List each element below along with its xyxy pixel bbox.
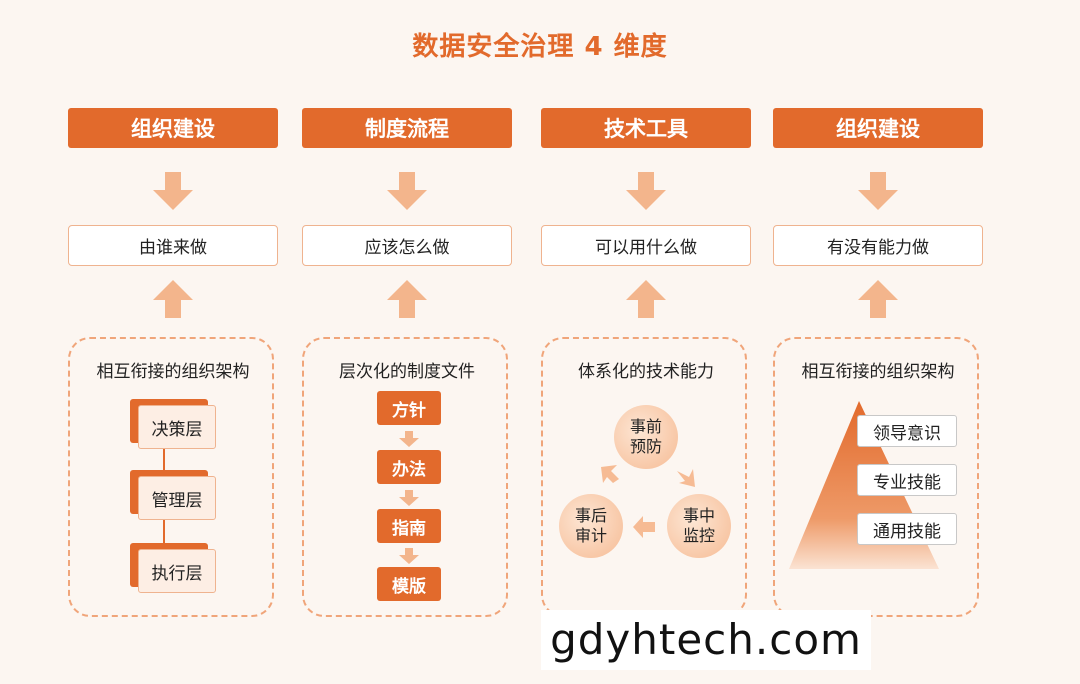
cycle-node-monitoring: 事中 监控 [667,494,731,558]
arrow-down-icon [387,172,427,210]
detail-panel: 相互衔接的组织架构 决策层 管理层 执行层 [68,337,274,617]
column-header: 制度流程 [302,108,512,148]
arrow-up-icon [858,280,898,318]
arrow-down-icon [153,172,193,210]
column-organization: 组织建设 由谁来做 相互衔接的组织架构 决策层 管理层 执行层 [68,0,278,684]
column-subtitle: 由谁来做 [68,225,278,266]
column-subtitle: 有没有能力做 [773,225,983,266]
step-box: 模版 [377,567,441,601]
column-capability: 组织建设 有没有能力做 相互衔接的组织架构 领导意识 专业技能 通用技能 [773,0,983,684]
step-box: 指南 [377,509,441,543]
cycle-node-prevention: 事前 预防 [614,405,678,469]
column-technology: 技术工具 可以用什么做 体系化的技术能力 事前 预防 事中 监控 事后 审计 [541,0,751,684]
step-box: 办法 [377,450,441,484]
column-header: 组织建设 [68,108,278,148]
column-header: 技术工具 [541,108,751,148]
column-header: 组织建设 [773,108,983,148]
step-box: 方针 [377,391,441,425]
watermark-text: gdyhtech.com [541,610,871,670]
arrow-down-icon [399,490,419,506]
detail-panel: 层次化的制度文件 方针 办法 指南 模版 [302,337,508,617]
column-process: 制度流程 应该怎么做 层次化的制度文件 方针 办法 指南 模版 [302,0,512,684]
detail-panel: 相互衔接的组织架构 领导意识 专业技能 通用技能 [773,337,979,617]
skill-label: 通用技能 [857,513,957,545]
layer-box: 决策层 [130,399,216,449]
arrow-down-icon [399,548,419,564]
layer-label: 决策层 [138,405,216,449]
panel-title: 层次化的制度文件 [339,362,475,382]
cycle-arrow-icon [677,469,695,487]
arrow-down-icon [626,172,666,210]
diagram-title: 数据安全治理 4 维度 [412,32,668,62]
detail-panel: 体系化的技术能力 事前 预防 事中 监控 事后 审计 [541,337,747,617]
cycle-node-audit: 事后 审计 [559,494,623,558]
skill-label: 领导意识 [857,415,957,447]
layer-label: 管理层 [138,476,216,520]
arrow-down-icon [399,431,419,447]
panel-title: 相互衔接的组织架构 [96,362,250,382]
skill-label: 专业技能 [857,464,957,496]
cycle-arrow-icon [601,465,619,483]
arrow-down-icon [858,172,898,210]
arrow-up-icon [153,280,193,318]
cycle-arrow-icon [633,516,655,538]
panel-title: 体系化的技术能力 [578,362,714,382]
layer-box: 执行层 [130,543,216,593]
layer-box: 管理层 [130,470,216,520]
arrow-up-icon [626,280,666,318]
panel-title: 相互衔接的组织架构 [801,362,955,382]
column-subtitle: 应该怎么做 [302,225,512,266]
arrow-up-icon [387,280,427,318]
layer-label: 执行层 [138,549,216,593]
column-subtitle: 可以用什么做 [541,225,751,266]
